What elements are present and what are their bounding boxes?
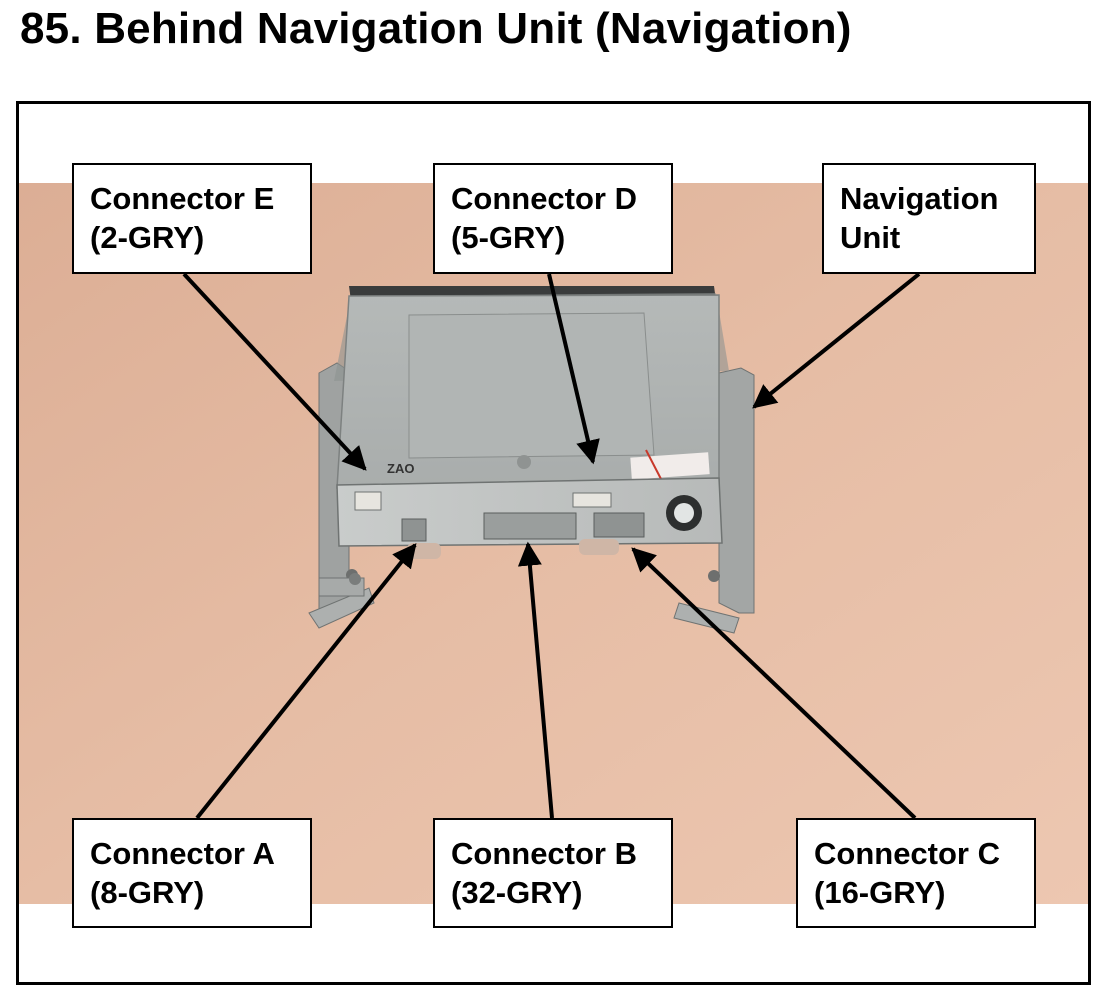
- callout-connector-c-spec: (16-GRY): [814, 875, 946, 910]
- callout-connector-e-name: Connector E: [90, 181, 275, 216]
- callout-navigation-unit-line2: Unit: [840, 220, 901, 255]
- callout-connector-a: Connector A (8-GRY): [72, 818, 312, 928]
- arrow-connector-d: [547, 273, 600, 465]
- navigation-unit-photo: ZAO: [19, 183, 1088, 904]
- callout-connector-e-spec: (2-GRY): [90, 220, 205, 255]
- callout-connector-a-name: Connector A: [90, 836, 275, 871]
- callout-connector-b-spec: (32-GRY): [451, 875, 583, 910]
- callout-connector-c: Connector C (16-GRY): [796, 818, 1036, 928]
- callout-connector-d-spec: (5-GRY): [451, 220, 566, 255]
- callout-connector-b: Connector B (32-GRY): [433, 818, 673, 928]
- callout-connector-d-name: Connector D: [451, 181, 637, 216]
- case-marking: ZAO: [387, 461, 414, 476]
- callout-connector-a-spec: (8-GRY): [90, 875, 205, 910]
- arrow-connector-a: [195, 543, 417, 820]
- callout-connector-b-name: Connector B: [451, 836, 637, 871]
- arrow-connector-c: [631, 547, 917, 820]
- page-title: 85. Behind Navigation Unit (Navigation): [20, 4, 852, 53]
- callout-connector-e: Connector E (2-GRY): [72, 163, 312, 274]
- arrow-connector-b: [517, 541, 554, 819]
- callout-navigation-unit: Navigation Unit: [822, 163, 1036, 274]
- arrow-connector-e: [182, 272, 367, 471]
- callout-connector-c-name: Connector C: [814, 836, 1000, 871]
- callout-connector-d: Connector D (5-GRY): [433, 163, 673, 274]
- callout-arrows: [182, 272, 921, 820]
- callout-navigation-unit-line1: Navigation: [840, 181, 999, 216]
- figure-frame: ZAO Connecto: [16, 101, 1091, 985]
- arrow-navigation-unit: [752, 272, 921, 409]
